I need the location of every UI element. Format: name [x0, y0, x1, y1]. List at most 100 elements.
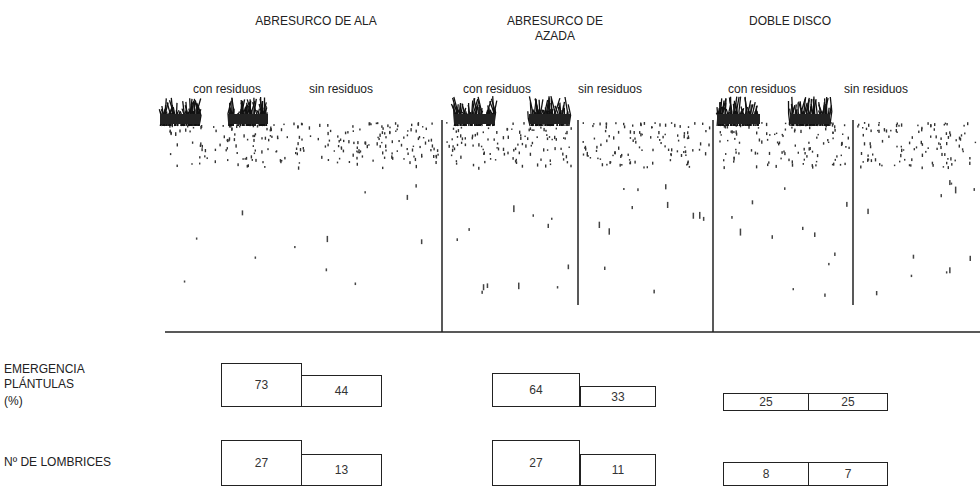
sub-header: sin residuos — [578, 82, 642, 97]
soil-speck — [963, 151, 964, 153]
soil-speck — [867, 209, 869, 214]
soil-speck — [229, 137, 230, 140]
soil-speck — [483, 131, 484, 133]
sub-header: con residuos — [728, 82, 796, 97]
soil-speck — [359, 129, 360, 131]
soil-speck — [334, 150, 335, 151]
soil-speck — [483, 149, 484, 151]
soil-speck — [708, 144, 709, 147]
soil-speck — [508, 136, 509, 139]
soil-speck — [530, 127, 531, 130]
soil-speck — [353, 154, 354, 157]
soil-speck — [932, 164, 933, 167]
soil-speck — [804, 148, 805, 151]
soil-speck — [884, 130, 885, 132]
soil-speck — [731, 131, 732, 133]
soil-speck — [422, 126, 423, 127]
residue-stroke — [830, 97, 832, 126]
soil-speck — [431, 139, 432, 142]
soil-speck — [242, 210, 244, 215]
soil-speck — [834, 129, 835, 132]
soil-speck — [458, 129, 459, 132]
soil-speck — [782, 135, 783, 137]
soil-speck — [473, 164, 474, 167]
ground-base-line — [165, 331, 980, 333]
sub-header: sin residuos — [844, 82, 908, 97]
soil-speck — [632, 125, 633, 127]
soil-speck — [930, 136, 931, 138]
soil-speck — [621, 164, 622, 166]
soil-speck — [724, 166, 725, 169]
soil-speck — [185, 129, 186, 132]
soil-speck — [326, 268, 328, 271]
soil-speck — [325, 145, 326, 147]
soil-speck — [343, 140, 344, 142]
soil-speck — [353, 142, 354, 144]
soil-speck — [365, 142, 366, 145]
soil-speck — [205, 149, 206, 152]
soil-speck — [267, 148, 268, 150]
soil-speck — [252, 135, 253, 137]
soil-speck — [277, 136, 278, 139]
soil-speck — [545, 165, 546, 168]
soil-speck — [910, 164, 911, 166]
soil-speck — [620, 164, 621, 167]
soil-speck — [975, 142, 976, 143]
soil-speck — [228, 140, 229, 142]
soil-speck — [629, 159, 630, 161]
soil-speck — [353, 130, 354, 132]
soil-speck — [943, 166, 944, 168]
column-header: DOBLE DISCO — [749, 14, 831, 29]
soil-speck — [504, 153, 505, 156]
soil-speck — [248, 164, 249, 167]
soil-speck — [566, 131, 567, 134]
soil-speck — [385, 150, 386, 152]
soil-speck — [519, 152, 520, 155]
soil-speck — [841, 155, 842, 157]
soil-speck — [870, 142, 871, 145]
soil-speck — [562, 153, 563, 156]
soil-speck — [665, 134, 666, 136]
sub-header: con residuos — [463, 82, 531, 97]
soil-speck — [318, 138, 319, 140]
soil-speck — [792, 160, 793, 163]
soil-speck — [901, 123, 902, 126]
value-box: 8 — [723, 462, 809, 486]
soil-speck — [337, 162, 338, 164]
value-number: 64 — [529, 383, 542, 397]
soil-speck — [337, 135, 338, 137]
soil-speck — [530, 153, 531, 156]
soil-speck — [428, 140, 429, 142]
soil-speck — [545, 130, 546, 132]
soil-speck — [224, 135, 225, 138]
soil-speck — [733, 157, 734, 160]
soil-speck — [969, 162, 970, 165]
soil-speck — [546, 134, 547, 136]
soil-speck — [934, 123, 935, 126]
soil-speck — [343, 150, 344, 153]
soil-speck — [179, 130, 180, 133]
soil-speck — [242, 158, 243, 160]
soil-speck — [407, 153, 408, 155]
soil-speck — [425, 142, 426, 145]
soil-speck — [951, 183, 953, 185]
soil-speck — [725, 153, 726, 155]
soil-speck — [243, 134, 244, 137]
soil-speck — [583, 154, 584, 156]
soil-speck — [615, 151, 616, 154]
soil-speck — [359, 152, 360, 154]
soil-speck — [327, 132, 328, 135]
soil-speck — [630, 161, 631, 164]
soil-speck — [298, 166, 299, 169]
soil-speck — [878, 130, 879, 133]
soil-speck — [498, 148, 499, 151]
soil-speck — [456, 163, 457, 165]
soil-speck — [941, 153, 942, 156]
soil-speck — [596, 150, 597, 152]
soil-speck — [309, 126, 310, 129]
soil-speck — [687, 162, 688, 165]
soil-speck — [840, 164, 841, 166]
furrow-divider — [441, 120, 443, 332]
soil-speck — [791, 127, 792, 129]
soil-speck — [940, 137, 941, 140]
